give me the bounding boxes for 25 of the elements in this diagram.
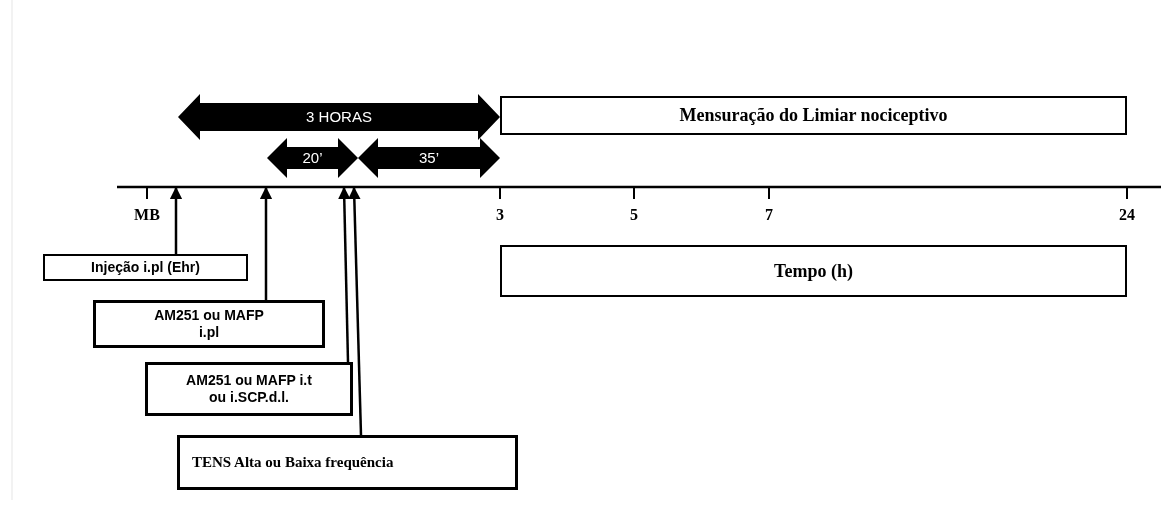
text-box xyxy=(177,435,518,490)
tick-label: 7 xyxy=(765,207,773,223)
text-box xyxy=(93,300,325,348)
box-text: AM251 ou MAFP i.pl xyxy=(153,306,265,342)
duration-label: 20’ xyxy=(302,150,323,165)
arrow xyxy=(348,186,363,436)
tick-label: MB xyxy=(134,207,160,223)
text-box xyxy=(43,254,248,281)
box-text: Injeção i.pl (Ehr) xyxy=(91,258,200,277)
text-box xyxy=(145,362,353,416)
tick-label: 24 xyxy=(1119,207,1135,223)
arrow xyxy=(338,186,351,363)
box-text: Tempo (h) xyxy=(774,259,853,283)
box-text: TENS Alta ou Baixa frequência xyxy=(192,453,394,472)
text-box xyxy=(500,245,1127,297)
duration-label: 3 HORAS xyxy=(306,109,372,124)
tick-label: 5 xyxy=(630,207,638,223)
box-text: AM251 ou MAFP i.t ou i.SCP.d.l. xyxy=(186,371,312,407)
arrow xyxy=(259,186,273,300)
box-text: Mensuração do Limiar nociceptivo xyxy=(679,104,948,127)
timeline-axis xyxy=(117,185,1161,200)
tick-label: 3 xyxy=(496,207,504,223)
duration-label: 35’ xyxy=(419,150,439,165)
arrow xyxy=(169,186,183,254)
text-box xyxy=(500,96,1127,135)
